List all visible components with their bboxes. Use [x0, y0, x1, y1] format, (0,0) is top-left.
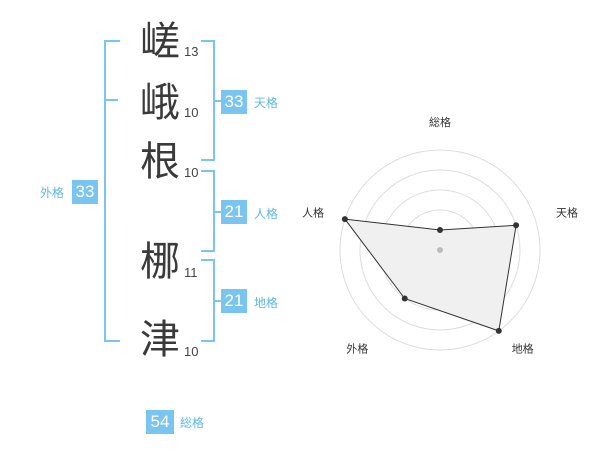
name-character-4: 梛: [140, 239, 180, 285]
chikaku-bracket-tick: [213, 300, 221, 302]
name-character-3: 根: [140, 139, 180, 185]
radar-point-2: [513, 222, 520, 229]
name-character-1: 嵯: [140, 19, 180, 65]
name-character-2: 峨: [140, 80, 180, 126]
radar-axis-label-3: 地格: [512, 342, 534, 356]
radar-center-dot: [437, 247, 443, 253]
soukaku-value-badge: 54: [146, 410, 174, 434]
radar-axis-label-2: 天格: [556, 205, 578, 219]
chikaku-value-badge: 21: [221, 289, 247, 313]
gaikaku-label: 外格: [40, 186, 65, 200]
chikaku-label: 地格: [254, 296, 279, 310]
radar-area: [343, 218, 517, 332]
radar-point-5: [341, 216, 348, 223]
radar-grid-ring: [359, 169, 521, 331]
gaikaku-bracket: [104, 40, 120, 342]
radar-grid-ring: [339, 149, 541, 351]
soukaku-label: 総格: [180, 416, 205, 430]
tenkaku-value-badge: 33: [221, 90, 247, 114]
stroke-count-1: 13: [184, 44, 199, 59]
gaikaku-bracket-tick: [104, 99, 118, 101]
radar-point-1: [437, 227, 443, 233]
jinkaku-label: 人格: [254, 207, 279, 221]
radar-point-3: [495, 327, 502, 334]
tenkaku-bracket-tick: [213, 100, 221, 102]
radar-point-4: [401, 295, 408, 302]
jinkaku-value-badge: 21: [221, 200, 247, 224]
radar-axis-label-4: 外格: [346, 342, 368, 356]
radar-axis-label-1: 総格: [429, 115, 451, 129]
name-character-5: 津: [140, 317, 180, 363]
jinkaku-bracket-tick: [213, 211, 221, 213]
gaikaku-value-badge: 33: [72, 180, 98, 204]
stroke-count-2: 10: [184, 105, 199, 120]
stroke-count-5: 10: [184, 344, 199, 359]
radar-axis-label-5: 人格: [302, 205, 324, 219]
tenkaku-label: 天格: [254, 96, 279, 110]
stroke-count-3: 10: [184, 165, 199, 180]
stroke-count-4: 11: [184, 265, 198, 280]
